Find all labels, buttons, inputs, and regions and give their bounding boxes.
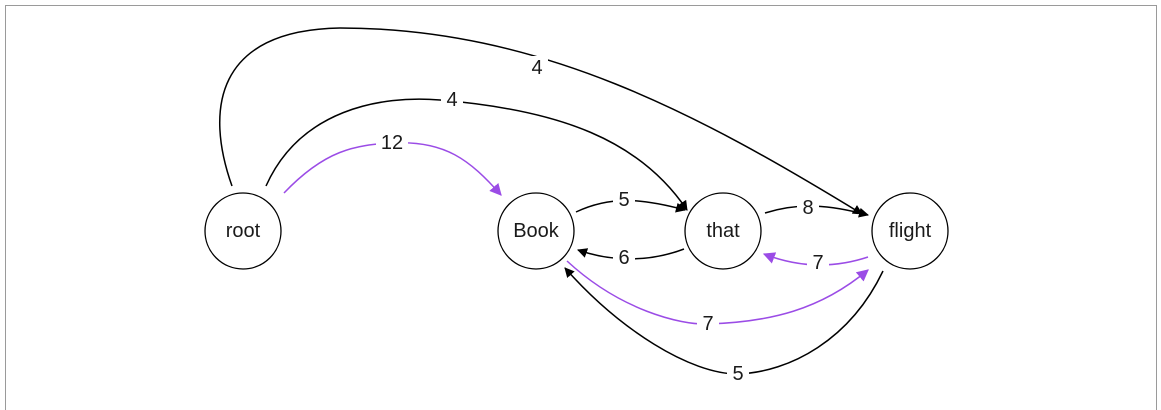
edge-weight-that-flight: 8 [802,197,813,219]
edge-label-bg-that-book [613,246,635,270]
edge-label-bg-book-flight [697,312,719,336]
edge-weight-that-book: 6 [618,247,629,269]
node-that [684,192,762,270]
edge-label-bg-flight-that [807,251,829,275]
frame-border [5,5,1157,410]
edge-label-bg-root-book [376,131,408,155]
node-label-book: Book [513,220,560,242]
edge-labels-layer: 4 4 12 5 6 8 7 7 5 [376,56,829,386]
edge-flight-book [564,267,884,375]
edge-weight-book-flight: 7 [702,313,713,335]
node-label-root: root [226,220,261,242]
edge-label-bg-root-that [441,88,463,112]
edge-weight-flight-that: 7 [812,252,823,274]
node-root [204,192,282,270]
edge-label-bg-root-flight [526,56,548,80]
nodes-layer: root Book that flight [204,192,949,270]
node-label-flight: flight [889,220,932,242]
node-flight [871,192,949,270]
edge-weight-root-that: 4 [446,89,457,111]
edge-label-bg-book-that [613,188,635,212]
node-label-that: that [706,220,740,242]
edge-label-bg-that-flight [797,196,819,220]
edge-weight-flight-book: 5 [732,363,743,385]
edge-weight-book-that: 5 [618,189,629,211]
edge-label-bg-flight-book [727,362,749,386]
node-book [497,192,575,270]
edge-root-flight [219,27,863,215]
edge-weight-root-flight: 4 [531,57,542,79]
edge-weight-root-book: 12 [381,132,403,154]
